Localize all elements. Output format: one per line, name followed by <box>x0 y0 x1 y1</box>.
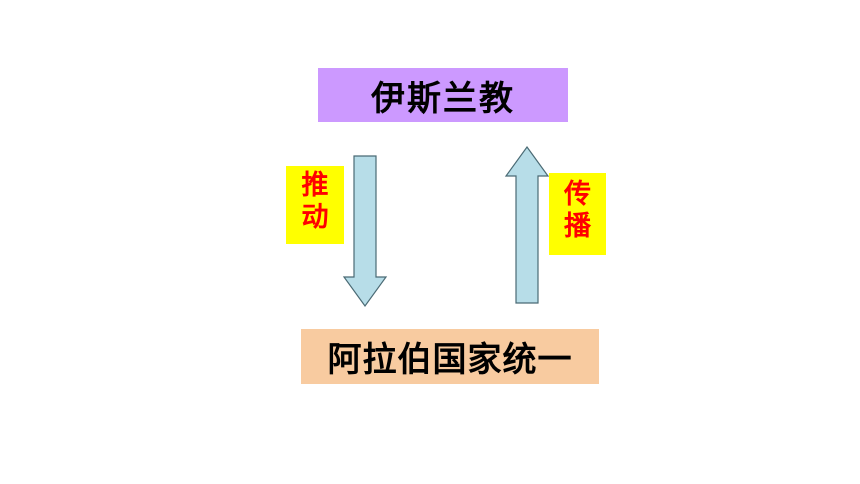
label-push-line-1: 推 <box>301 170 329 201</box>
node-arab-unification: 阿拉伯国家统一 <box>301 329 599 384</box>
up-arrow-icon <box>504 145 550 304</box>
label-spread-line-2: 播 <box>564 211 591 242</box>
label-spread-line-1: 传 <box>564 179 591 210</box>
label-push-line-2: 动 <box>301 202 329 233</box>
label-spread: 传 播 <box>549 173 606 255</box>
label-push: 推 动 <box>286 166 344 244</box>
node-islam: 伊斯兰教 <box>318 68 568 122</box>
down-arrow-icon <box>342 155 388 308</box>
